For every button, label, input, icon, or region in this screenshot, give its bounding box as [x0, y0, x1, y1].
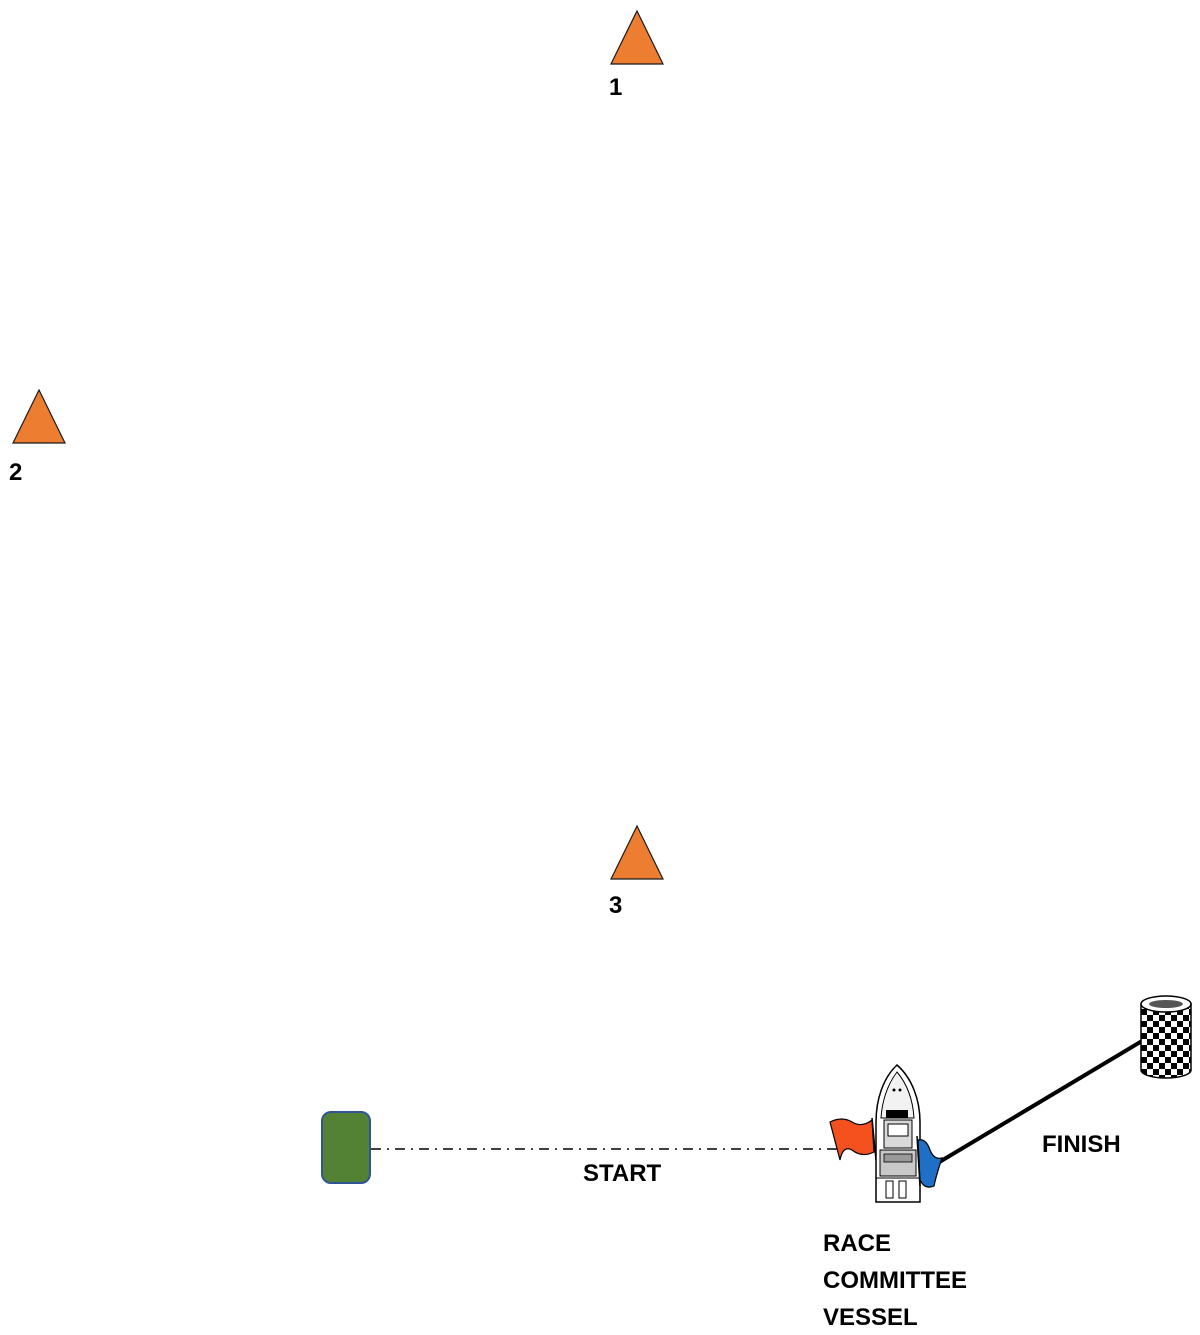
checkered-finish-buoy-icon	[1140, 995, 1192, 1079]
committee-vessel-label-line-2: COMMITTEE	[823, 1267, 967, 1294]
orange-flag-icon	[829, 1118, 875, 1161]
start-label: START	[583, 1160, 662, 1187]
blue-flag-icon	[917, 1139, 943, 1188]
committee-vessel-label-line-3: VESSEL	[823, 1304, 918, 1331]
finish-label: FINISH	[1042, 1131, 1121, 1158]
mark-1-icon	[610, 9, 664, 65]
mark-3-label: 3	[609, 892, 623, 919]
committee-boat-icon	[829, 1063, 943, 1203]
finish-line	[924, 1036, 1149, 1172]
mark-3-icon	[610, 824, 664, 880]
mark-2-label: 2	[9, 459, 23, 486]
mark-2-icon	[12, 388, 66, 444]
committee-vessel-label-line-1: RACE	[823, 1230, 892, 1257]
mark-1-label: 1	[609, 74, 623, 101]
start-pin-buoy-icon	[321, 1111, 371, 1184]
